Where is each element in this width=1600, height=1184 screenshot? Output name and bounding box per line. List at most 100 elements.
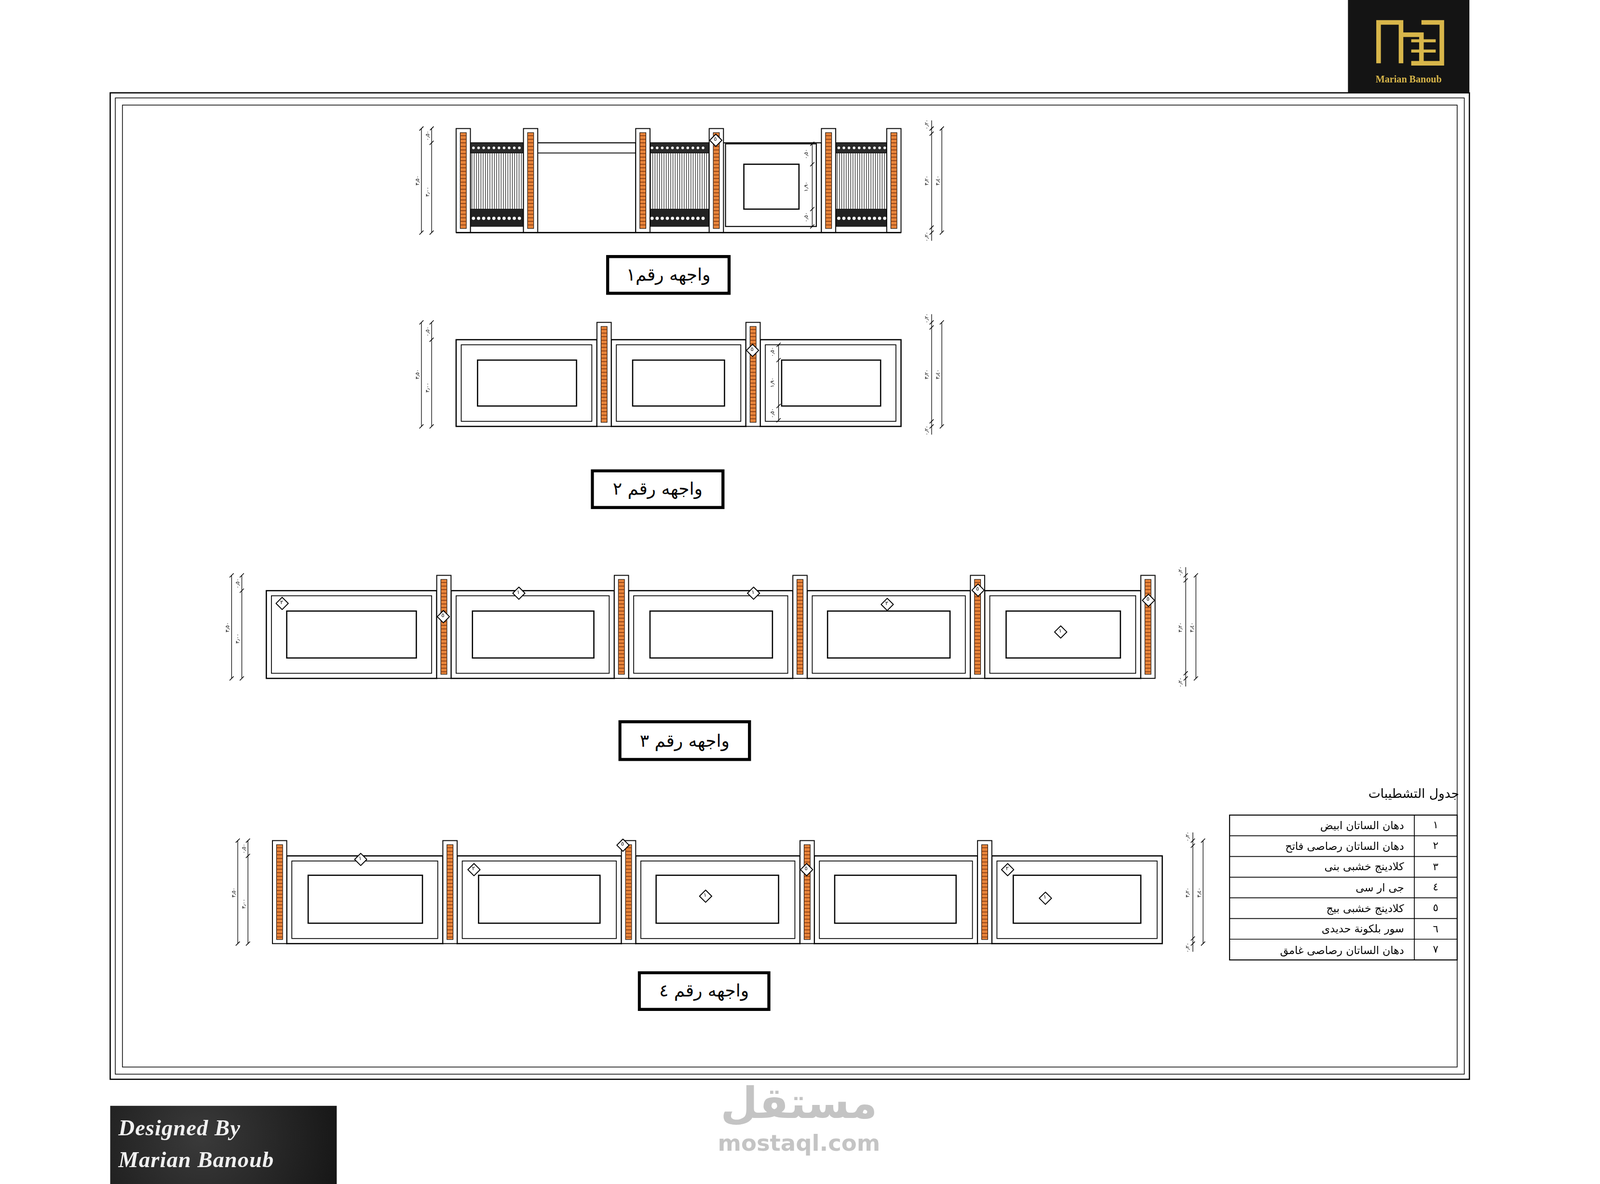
fence-bar [870,152,871,209]
fence-ornament [867,146,871,150]
panel-frame [633,596,788,674]
cladding-joint [447,894,454,895]
fence-bar [704,152,705,209]
cladding-joint [981,901,989,902]
fence-ornament [701,146,705,150]
dimension-text: ٠٫٢٠ [923,312,930,325]
cladding-joint [981,858,989,859]
fence-ornament [650,146,654,150]
cladding-joint [440,596,448,597]
cladding-joint [981,879,989,881]
cladding-joint [460,178,467,179]
fence-ornament [676,216,680,220]
panel-frame [812,596,965,674]
cladding-joint [639,135,647,136]
cladding-joint [713,178,720,179]
cladding-joint [981,922,989,923]
table-rule [1229,877,1458,879]
cladding-joint [803,897,811,898]
cladding-joint [981,919,989,920]
cladding-joint [639,210,647,211]
fence-ornament [655,216,659,220]
pillar [635,128,651,233]
cladding-joint [890,196,897,197]
fence-bottom-band [649,209,710,227]
cladding-joint [447,847,454,849]
cladding-joint [527,160,534,162]
dimension-tick [1193,573,1198,578]
cladding-joint [639,171,647,172]
pillar [523,128,539,233]
title-box: واجهه رقم ٢ [590,469,725,510]
dimension-tick [419,424,424,429]
dimension-tick [1190,843,1195,848]
cladding-joint [749,336,757,338]
cladding-joint [1144,657,1152,658]
cladding-joint [447,901,454,902]
pillar [436,575,452,679]
fence-bar [659,152,660,209]
cladding-joint [981,915,989,916]
panel-inset [781,360,881,407]
fence-ornament [671,146,675,150]
cladding-joint [825,210,832,211]
pillar-cladding [803,844,811,940]
cladding-joint [600,396,608,398]
cladding-joint [974,607,981,608]
cladding-joint [440,632,448,633]
cladding-joint [276,929,283,931]
cladding-joint [618,600,625,601]
cladding-joint [890,181,897,183]
credit-text: Marian Banoub [118,1143,329,1176]
cladding-joint [713,146,720,147]
panel-inset [478,875,600,924]
fence-bar [474,152,475,209]
callout-diamond: ٥ [970,583,985,597]
cladding-joint [974,636,981,637]
fence-ornament [482,146,486,150]
cladding-joint [625,883,632,884]
cladding-joint [797,621,804,623]
cladding-joint [447,879,454,881]
dimension-text: ٠٫٥٠ [424,325,431,337]
cladding-joint [527,146,534,147]
diamond-shape [467,863,480,876]
fence-bar [854,152,856,209]
wall-panel [984,590,1141,679]
cladding-joint [460,167,467,168]
cladding-joint [974,614,981,615]
fence-ornament [492,216,496,220]
wall-panel [722,142,822,233]
cladding-joint [797,618,804,619]
fence-ornament [882,216,887,220]
fence-ornament [497,146,501,150]
callout-number: ٥ [804,866,808,873]
cladding-joint [276,926,283,927]
fence-bar [843,152,845,209]
fence-bar [675,152,676,209]
cladding-joint [447,926,454,927]
panel-frame [461,344,592,422]
dimension-line [237,840,238,945]
dimension-tick [1193,676,1198,681]
cladding-joint [981,861,989,863]
cladding-joint [276,861,283,863]
dimension-tick [429,126,434,131]
title-text: واجهه رقم ٢ [612,478,703,500]
cladding-joint [1144,618,1152,619]
cladding-joint [276,865,283,867]
cladding-joint [276,886,283,888]
cladding-joint [713,206,720,208]
callout-diamond: ٥ [708,133,723,147]
table-cell: ٧ [1414,939,1458,961]
cladding-joint [825,167,832,168]
pillar [614,575,629,679]
cladding-joint [447,865,454,867]
cladding-joint [460,174,467,176]
cladding-joint [797,664,804,665]
cladding-joint [981,865,989,867]
fence-bar [852,152,854,209]
pillar-cladding [713,132,720,229]
cladding-joint [803,879,811,881]
pillar-cladding [527,132,534,229]
